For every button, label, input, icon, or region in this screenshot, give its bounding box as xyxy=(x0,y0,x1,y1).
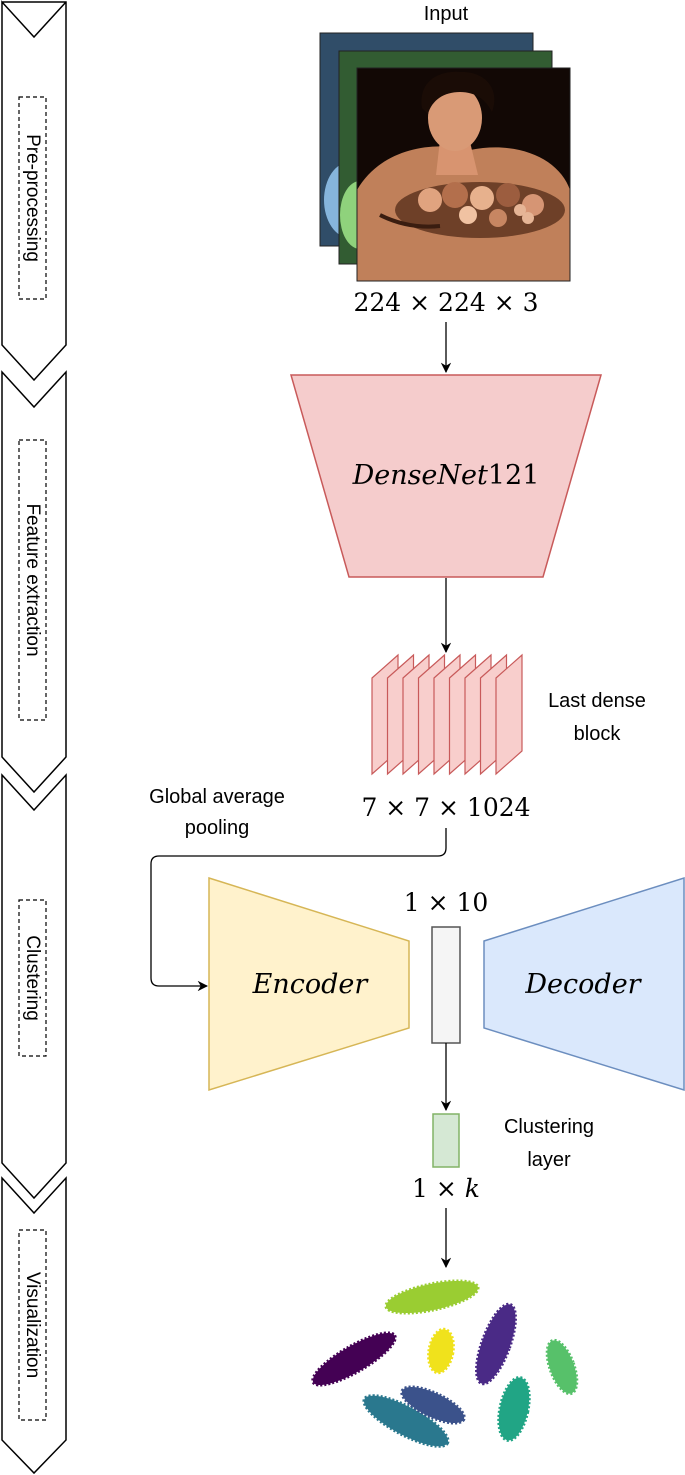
stage-preprocessing: Pre-processing xyxy=(1,0,67,382)
stage-label: Clustering xyxy=(22,935,43,1021)
pooling-label-line1: Global average xyxy=(149,786,285,808)
dense-block-label-line1: Last dense xyxy=(548,690,646,712)
stage-feature-extraction: Feature extraction xyxy=(1,370,67,794)
stage-label: Pre-processing xyxy=(22,134,43,262)
backbone-shape xyxy=(290,374,602,578)
stage-chevron-shape xyxy=(1,370,67,794)
cluster-blob xyxy=(311,1331,397,1387)
stage-clustering: Clustering xyxy=(1,773,67,1200)
cluster-visualization xyxy=(311,1279,579,1448)
latent-size-label: 1 × 10 xyxy=(404,888,489,917)
arrow-pooling-to-encoder xyxy=(150,828,447,992)
encoder-label: Encoder xyxy=(252,969,370,1000)
clustering-layer-shape xyxy=(432,1113,460,1168)
input-image-stack xyxy=(319,32,571,282)
latent-shape xyxy=(431,926,461,1044)
stage-label-box xyxy=(18,1229,47,1421)
input-title: Input xyxy=(424,3,469,25)
stage-label: Visualization xyxy=(22,1272,43,1378)
stage-label: Feature extraction xyxy=(22,503,43,656)
encoder: Encoder xyxy=(208,876,410,1092)
encoder-shape xyxy=(208,876,410,1092)
backbone-densenet: DenseNet121 xyxy=(290,374,602,578)
cluster-blob xyxy=(362,1394,450,1448)
cluster-blob xyxy=(384,1279,480,1315)
input-channel-front xyxy=(357,68,570,281)
decoder-label: Decoder xyxy=(524,969,642,1000)
stage-chevron-shape xyxy=(1,1176,67,1475)
clustering-layer: Clustering layer xyxy=(432,1113,594,1171)
cluster-blob xyxy=(475,1302,517,1386)
stage-label-box xyxy=(18,899,47,1057)
cluster-blob xyxy=(400,1385,466,1425)
clustering-layer-label-line1: Clustering xyxy=(504,1116,594,1138)
input-size-label: 224 × 224 × 3 xyxy=(353,288,538,317)
dense-block-maps xyxy=(371,653,523,776)
cluster-blob xyxy=(545,1338,579,1396)
stage-label-box xyxy=(18,96,47,300)
latent-vector: 1 × 10 xyxy=(404,888,489,1044)
stage-visualization: Visualization xyxy=(1,1176,67,1475)
backbone-label: DenseNet121 xyxy=(352,460,540,491)
decoder: Decoder xyxy=(483,876,685,1092)
dense-block-size-label: 7 × 7 × 1024 xyxy=(361,793,530,822)
stage-chevron-shape xyxy=(1,0,67,382)
pooling-label-line2: pooling xyxy=(185,817,250,839)
dense-block-label-line2: block xyxy=(574,723,622,745)
clustering-size-label: 1 × k xyxy=(412,1174,480,1203)
clustering-layer-label-line2: layer xyxy=(527,1149,571,1171)
cluster-blob xyxy=(497,1376,531,1442)
feature-map xyxy=(495,653,523,776)
decoder-shape xyxy=(483,876,685,1092)
cluster-blob xyxy=(427,1327,455,1375)
stage-chevron-shape xyxy=(1,773,67,1200)
